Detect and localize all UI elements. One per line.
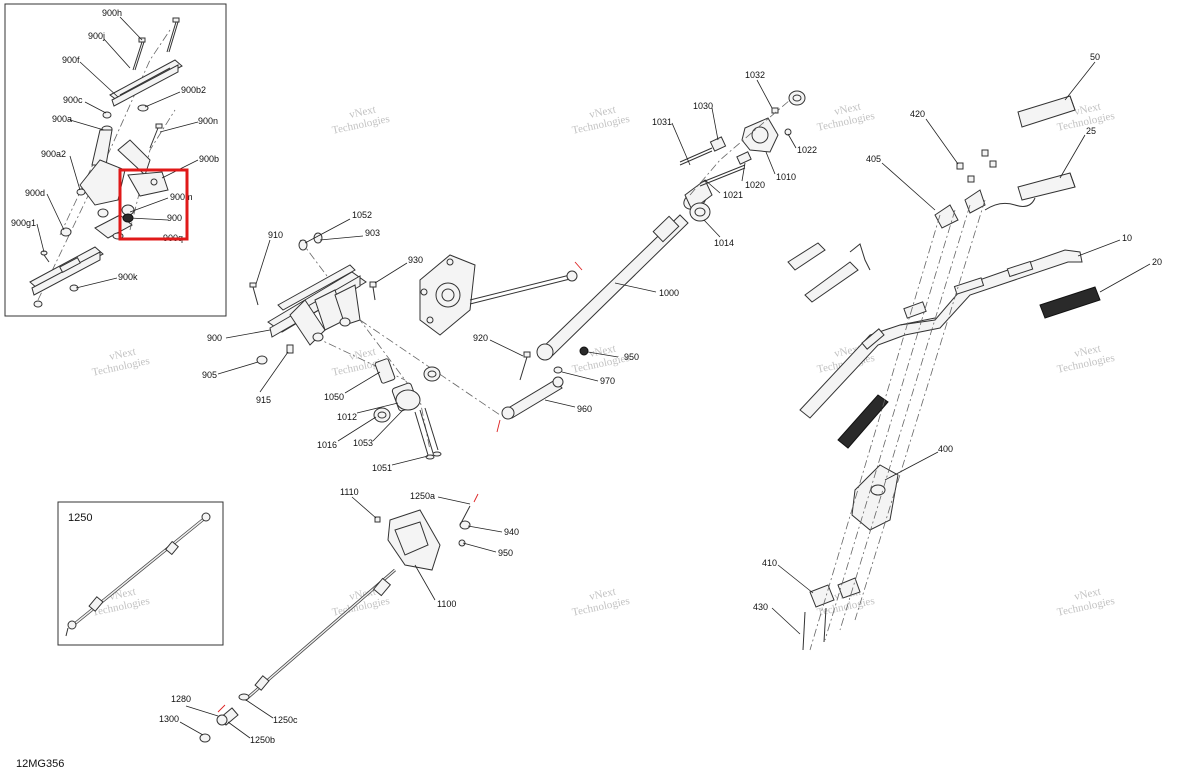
inset-1250-frame xyxy=(57,501,224,646)
watermark: vNext Technologies xyxy=(91,346,151,379)
label-1250a: 1250a xyxy=(410,491,435,501)
watermark-line1: vNext xyxy=(588,586,617,603)
label-1021: 1021 xyxy=(723,190,743,200)
column-top-hardware xyxy=(679,90,806,222)
watermark: vNext Technologies xyxy=(1056,343,1116,376)
label-1100: 1100 xyxy=(437,599,456,609)
label-905: 905 xyxy=(202,370,217,380)
watermark: vNext Technologies xyxy=(571,586,631,619)
label-410: 410 xyxy=(762,558,777,568)
inset-top-bar xyxy=(109,59,183,107)
label-900n: 900n xyxy=(198,116,218,126)
label-900k: 900k xyxy=(118,272,138,282)
watermark-line1: vNext xyxy=(1073,101,1102,118)
handlebar-assembly xyxy=(787,95,1101,651)
label-1280: 1280 xyxy=(171,694,191,704)
label-25: 25 xyxy=(1086,126,1096,136)
watermark: vNext Technologies xyxy=(571,104,631,137)
label-940: 940 xyxy=(504,527,519,537)
steering-housing xyxy=(419,254,476,336)
watermark: vNext Technologies xyxy=(816,101,876,134)
watermark: vNext Technologies xyxy=(331,104,391,137)
label-900b2: 900b2 xyxy=(181,85,206,95)
label-950b: 950 xyxy=(498,548,513,558)
label-900b: 900b xyxy=(199,154,219,164)
label-930: 930 xyxy=(408,255,423,265)
label-430: 430 xyxy=(753,602,768,612)
label-10: 10 xyxy=(1122,233,1132,243)
label-1016: 1016 xyxy=(317,440,337,450)
label-420: 420 xyxy=(910,109,925,119)
watermark-line1: vNext xyxy=(1073,586,1102,603)
label-1014: 1014 xyxy=(714,238,734,248)
label-915: 915 xyxy=(256,395,271,405)
steering-column xyxy=(536,179,713,361)
inset-900-frame xyxy=(4,3,227,317)
label-1020: 1020 xyxy=(745,180,765,190)
label-405: 405 xyxy=(866,154,881,164)
watermark-line1: vNext xyxy=(1073,343,1102,360)
watermark-line1: vNext xyxy=(833,101,862,118)
bracket-assembly xyxy=(249,232,501,460)
inset-1250-detail: 1250 xyxy=(57,501,224,646)
column-fasteners xyxy=(519,346,589,381)
label-400: 400 xyxy=(938,444,953,454)
label-1032: 1032 xyxy=(745,70,765,80)
label-903: 903 xyxy=(365,228,380,238)
label-900d: 900d xyxy=(25,188,45,198)
label-1030: 1030 xyxy=(693,101,713,111)
label-900m: 900m xyxy=(170,192,193,202)
label-900a: 900a xyxy=(52,114,72,124)
label-1052: 1052 xyxy=(352,210,372,220)
highlight-box xyxy=(118,168,189,241)
inset-1250-title: 1250 xyxy=(68,512,92,524)
main-leaders xyxy=(179,61,1151,739)
inset-900-detail: 900h 900j 900f 900c 900b2 900a 900n 900a… xyxy=(4,3,227,317)
link-rod xyxy=(469,261,583,305)
label-1300: 1300 xyxy=(159,714,179,724)
label-900f: 900f xyxy=(62,55,80,65)
diagram-code: 12MG356 xyxy=(16,758,64,770)
label-1051: 1051 xyxy=(372,463,392,473)
label-900-main: 900 xyxy=(207,333,222,343)
pitman-link xyxy=(496,366,564,433)
gear-shaft-assembly xyxy=(199,493,479,743)
label-910: 910 xyxy=(268,230,283,240)
label-950: 950 xyxy=(624,352,639,362)
watermark-line1: vNext xyxy=(108,346,137,363)
label-1022: 1022 xyxy=(797,145,817,155)
watermark: vNext Technologies xyxy=(571,343,631,376)
label-900: 900 xyxy=(167,213,182,223)
label-1031: 1031 xyxy=(652,117,672,127)
label-1012: 1012 xyxy=(337,412,357,422)
label-900h: 900h xyxy=(102,8,122,18)
label-900j: 900j xyxy=(88,31,105,41)
label-50: 50 xyxy=(1090,52,1100,62)
watermark-line1: vNext xyxy=(348,346,377,363)
label-1250c: 1250c xyxy=(273,715,298,725)
label-1053: 1053 xyxy=(353,438,373,448)
label-960: 960 xyxy=(577,404,592,414)
label-1110: 1110 xyxy=(340,487,359,497)
inset-leaders xyxy=(36,16,199,289)
label-970: 970 xyxy=(600,376,615,386)
label-920: 920 xyxy=(473,333,488,343)
watermark-line1: vNext xyxy=(348,104,377,121)
label-900a2: 900a2 xyxy=(41,149,66,159)
watermark-line1: vNext xyxy=(588,104,617,121)
watermarks: vNext Technologies vNext Technologies vN… xyxy=(91,101,1116,619)
label-900g1: 900g1 xyxy=(11,218,36,228)
label-1000: 1000 xyxy=(659,288,679,298)
label-1250b: 1250b xyxy=(250,735,275,745)
label-1050: 1050 xyxy=(324,392,344,402)
watermark: vNext Technologies xyxy=(1056,586,1116,619)
label-900c: 900c xyxy=(63,95,83,105)
label-20: 20 xyxy=(1152,257,1162,267)
label-1010: 1010 xyxy=(776,172,796,182)
main-labels: 910 1052 903 930 900 905 915 1050 1012 1… xyxy=(159,52,1162,745)
inset-bottom-plate xyxy=(29,246,104,308)
